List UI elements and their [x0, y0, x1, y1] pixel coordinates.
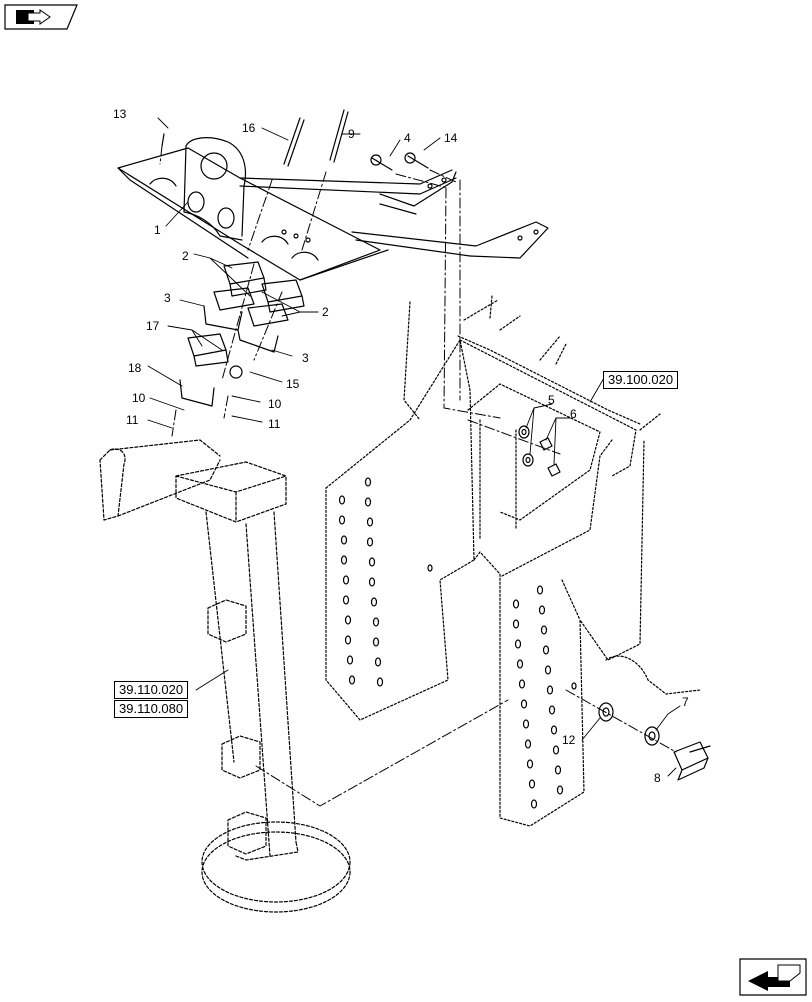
next-page-icon [739, 958, 807, 996]
callout-2-left: 2 [182, 249, 189, 263]
callout-3-right: 3 [302, 351, 309, 365]
top-fasteners [161, 109, 429, 171]
frame-holes [338, 477, 577, 809]
ref-link-39-110-080[interactable]: 39.110.080 [114, 700, 189, 718]
next-page-button[interactable] [738, 957, 808, 997]
callout-10-left: 10 [132, 391, 146, 405]
callout-10-right: 10 [268, 397, 282, 411]
callout-7: 7 [682, 695, 689, 709]
callout-2-right: 2 [322, 305, 329, 319]
callout-6: 6 [570, 407, 577, 421]
hose-clamp-stack [179, 261, 305, 407]
callout-11-right: 11 [268, 417, 281, 431]
callout-11-left: 11 [126, 413, 139, 427]
callout-8: 8 [654, 771, 661, 785]
callout-1: 1 [154, 223, 161, 237]
callout-12: 13 [113, 107, 127, 121]
jack-stand [99, 439, 351, 913]
frame-plate [325, 295, 701, 827]
callout-18: 18 [128, 361, 142, 375]
callout-9: 9 [348, 127, 355, 141]
callout-14: 12 [562, 733, 576, 747]
hose-holder-bracket [117, 137, 549, 281]
previous-page-button[interactable] [4, 4, 78, 30]
callout-labels: 13 16 9 4 14 1 2 2 3 17 3 18 15 10 10 11… [113, 107, 689, 785]
callout-5: 5 [548, 393, 555, 407]
callout-13: 14 [444, 131, 458, 145]
ref-link-39-100-020[interactable]: 39.100.020 [603, 371, 679, 389]
ref-link-39-110-020[interactable]: 39.110.020 [114, 681, 189, 699]
previous-page-icon [4, 4, 78, 30]
callout-3-left: 3 [164, 291, 171, 305]
callout-15: 15 [286, 377, 300, 391]
center-lines [159, 145, 677, 807]
callout-17: 17 [146, 319, 160, 333]
callout-16: 16 [242, 121, 256, 135]
leader-lines [147, 117, 681, 777]
callout-4: 4 [404, 131, 411, 145]
frame-hardware [518, 425, 711, 781]
